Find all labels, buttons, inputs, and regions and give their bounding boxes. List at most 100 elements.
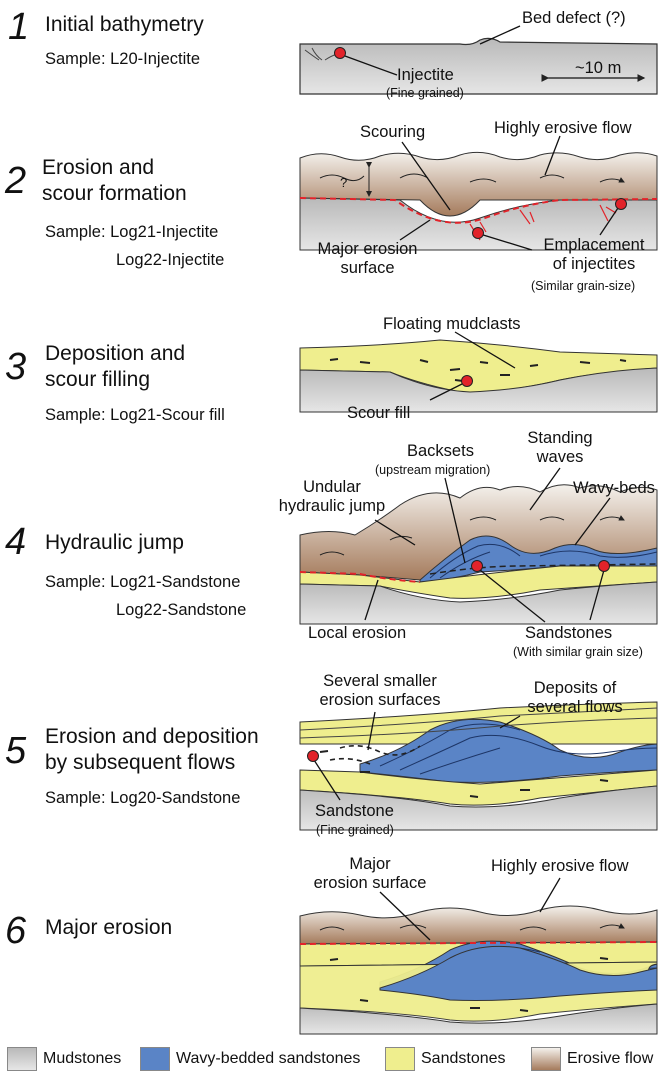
highly-erosive-label-6: Highly erosive flow xyxy=(491,857,629,875)
red-sample-point xyxy=(461,375,473,387)
bed-defect-leader xyxy=(479,25,521,45)
red-sample-point xyxy=(307,750,319,762)
legend-label: Erosive flow xyxy=(567,1050,654,1067)
deposits-leader xyxy=(499,715,521,729)
major-erosion-leader xyxy=(399,219,431,241)
red-sample-point xyxy=(615,198,627,210)
step-2-title-line-1: Erosion and xyxy=(42,156,155,179)
injectite-leader xyxy=(344,55,398,76)
step-2-sample-2: Log22-Injectite xyxy=(116,251,225,269)
mudstone-layer xyxy=(299,785,658,831)
sandstone-sublabel: (Fine grained) xyxy=(316,823,394,837)
red-sample-point xyxy=(472,227,484,239)
panel-2-diagram xyxy=(299,135,658,251)
step-4-sample-1: Sample: Log21-Sandstone xyxy=(45,573,241,591)
step-4-number: 4 xyxy=(5,521,27,563)
standing-line-2: waves xyxy=(536,448,584,466)
sandstones-sublabel: (With similar grain size) xyxy=(513,645,643,659)
emplacement-sublabel: (Similar grain-size) xyxy=(531,279,636,293)
step-3-title: Deposition and scour filling xyxy=(45,341,185,393)
red-sample-point xyxy=(598,560,610,572)
wavy-beds-label: Wavy-beds xyxy=(573,479,655,497)
step-2-title-line-2: scour formation xyxy=(42,182,187,205)
undular-leader xyxy=(374,519,416,546)
deposits-line-2: several flows xyxy=(527,698,623,716)
emplacement-line-2: of injectites xyxy=(552,255,636,273)
several-surfaces-leader xyxy=(367,711,376,751)
step-2-sample-1: Sample: Log21-Injectite xyxy=(45,223,219,241)
sandstones-leader-2 xyxy=(589,569,605,621)
scale-label: ~10 m xyxy=(575,59,622,77)
step-6-title: Major erosion xyxy=(45,915,172,941)
panel-4-diagram xyxy=(299,467,658,625)
legend-swatch-sandstones xyxy=(385,1047,415,1071)
step-4-title: Hydraulic jump xyxy=(45,530,184,556)
several-line-2: erosion surfaces xyxy=(319,691,441,709)
step-4-sample-2: Log22-Sandstone xyxy=(116,601,247,619)
panel-3-diagram xyxy=(299,331,658,413)
highly-erosive-label: Highly erosive flow xyxy=(494,119,632,137)
legend-label: Mudstones xyxy=(43,1050,122,1067)
legend-wavy: Wavy-bedded sandstones xyxy=(140,1045,360,1073)
injectite-sublabel: (Fine grained) xyxy=(386,86,464,100)
standing-waves-leader xyxy=(529,467,561,511)
panel-5-diagram xyxy=(299,701,658,831)
step-1-title-line: Initial bathymetry xyxy=(45,13,204,36)
sandstone-label: Sandstone xyxy=(315,802,394,820)
legend-label: Wavy-bedded sandstones xyxy=(176,1050,361,1067)
step-1-title: Initial bathymetry xyxy=(45,12,204,38)
mudstone-layer xyxy=(299,1003,658,1035)
several-line-1: Several smaller xyxy=(323,672,437,690)
panel-6-diagram xyxy=(299,877,658,1035)
deposits-line-1: Deposits of xyxy=(533,679,617,697)
step-1-number: 1 xyxy=(8,6,30,48)
erosive-flow-layer xyxy=(299,905,658,945)
legend-sandstones: Sandstones xyxy=(385,1045,506,1073)
local-erosion-leader xyxy=(364,579,379,621)
step-3-title-line-2: scour filling xyxy=(45,368,151,391)
scour-fill-leader xyxy=(429,383,463,401)
major-erosion-line-1: Major erosion xyxy=(317,240,418,258)
major-erosion-leader xyxy=(379,891,431,941)
red-sample-point xyxy=(471,560,483,572)
legend-erosive: Erosive flow xyxy=(531,1045,653,1073)
backsets-sublabel: (upstream migration) xyxy=(375,463,491,477)
floating-leader xyxy=(454,331,516,369)
step-3-title-line-1: Deposition and xyxy=(45,342,186,365)
highly-erosive-leader xyxy=(544,135,561,176)
major-erosion-line-2: surface xyxy=(340,259,395,277)
local-erosion-line xyxy=(299,571,421,583)
step-5-title-line-1: Erosion and deposition xyxy=(45,725,259,748)
legend-swatch-mudstones xyxy=(7,1047,37,1071)
undular-line-2: hydraulic jump xyxy=(278,497,386,515)
mudstone-layer xyxy=(299,367,658,413)
step-5-sample: Sample: Log20-Sandstone xyxy=(45,789,241,807)
standing-line-1: Standing xyxy=(527,429,593,447)
step-3-sample: Sample: Log21-Scour fill xyxy=(45,406,225,424)
step-3-number: 3 xyxy=(5,346,27,388)
legend-swatch-wavy xyxy=(140,1047,170,1071)
sandstones-leader xyxy=(479,569,546,623)
step-6-number: 6 xyxy=(5,910,27,952)
legend-mudstones: Mudstones xyxy=(7,1045,121,1073)
emplacement-line-1: Emplacement xyxy=(543,236,645,254)
step-6-title-line: Major erosion xyxy=(45,916,173,939)
injectite-label: Injectite xyxy=(397,66,454,84)
panel-1-diagram xyxy=(299,25,658,95)
sandstone-leader xyxy=(313,759,341,801)
local-erosion-label: Local erosion xyxy=(308,624,407,642)
scouring-label: Scouring xyxy=(360,123,426,141)
sandstone-layer xyxy=(299,565,658,599)
backsets-label: Backsets xyxy=(407,442,474,460)
undular-line-1: Undular xyxy=(303,478,361,496)
scour-fill-label: Scour fill xyxy=(347,404,411,422)
legend-swatch-erosive xyxy=(531,1047,561,1071)
